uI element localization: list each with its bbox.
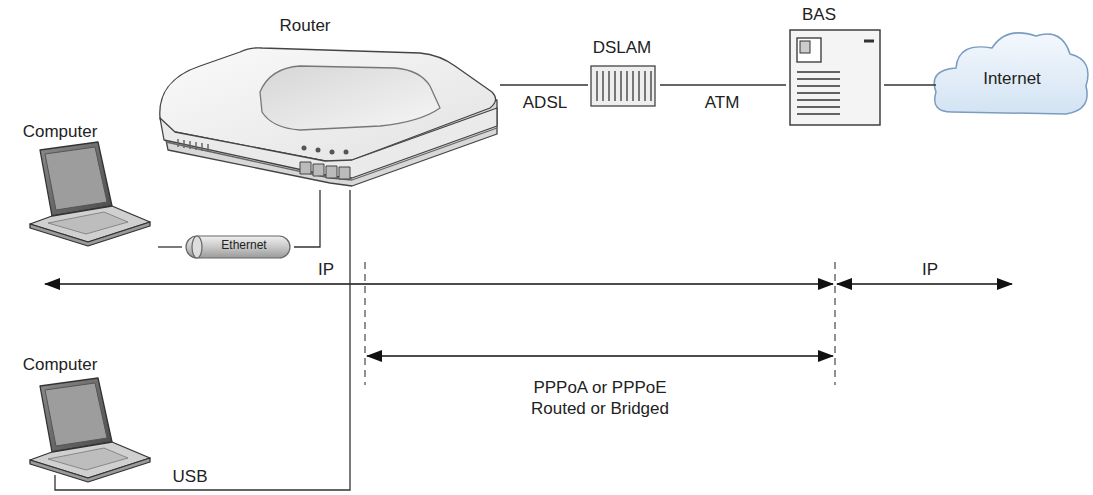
connector-line [500,84,588,85]
protocol-label: PPPoA or PPPoE Routed or Bridged [518,377,682,420]
protocol-label: IP [316,259,336,280]
internet-cloud [934,33,1088,114]
ethernet-node: Ethernet [182,234,294,260]
dslam-illustration [591,66,655,106]
router-illustration [160,48,497,186]
connection-label: ADSL [521,92,569,113]
computer-node: Computer [8,120,158,252]
dslam-node: DSLAM [588,36,660,110]
node-label: BAS [802,5,836,25]
connection-label: USB [171,466,210,487]
connector-line [294,190,320,247]
node-label: Computer [23,355,98,375]
span-arrow [45,284,1012,356]
protocol-label: IP [920,259,940,280]
ethernet-cable [186,236,290,258]
node-label: Ethernet [221,239,266,253]
node-label: DSLAM [593,38,652,58]
connector-line [55,190,350,490]
laptop-illustration [30,142,150,246]
node-label: Computer [23,122,98,142]
connector-line [884,84,936,85]
node-label: Internet [983,69,1041,89]
laptop-illustration [30,378,150,482]
connector-line [660,84,786,85]
bas-illustration [790,30,880,125]
node-label: Router [279,16,330,36]
router-node: Router [155,12,500,190]
dashed-divider [365,262,835,385]
connection-label: ATM [703,92,742,113]
computer-node: Computer [8,353,158,475]
connector-line [158,246,182,247]
internet-cloud-node: Internet [932,22,1090,122]
bas-node: BAS [786,2,884,128]
